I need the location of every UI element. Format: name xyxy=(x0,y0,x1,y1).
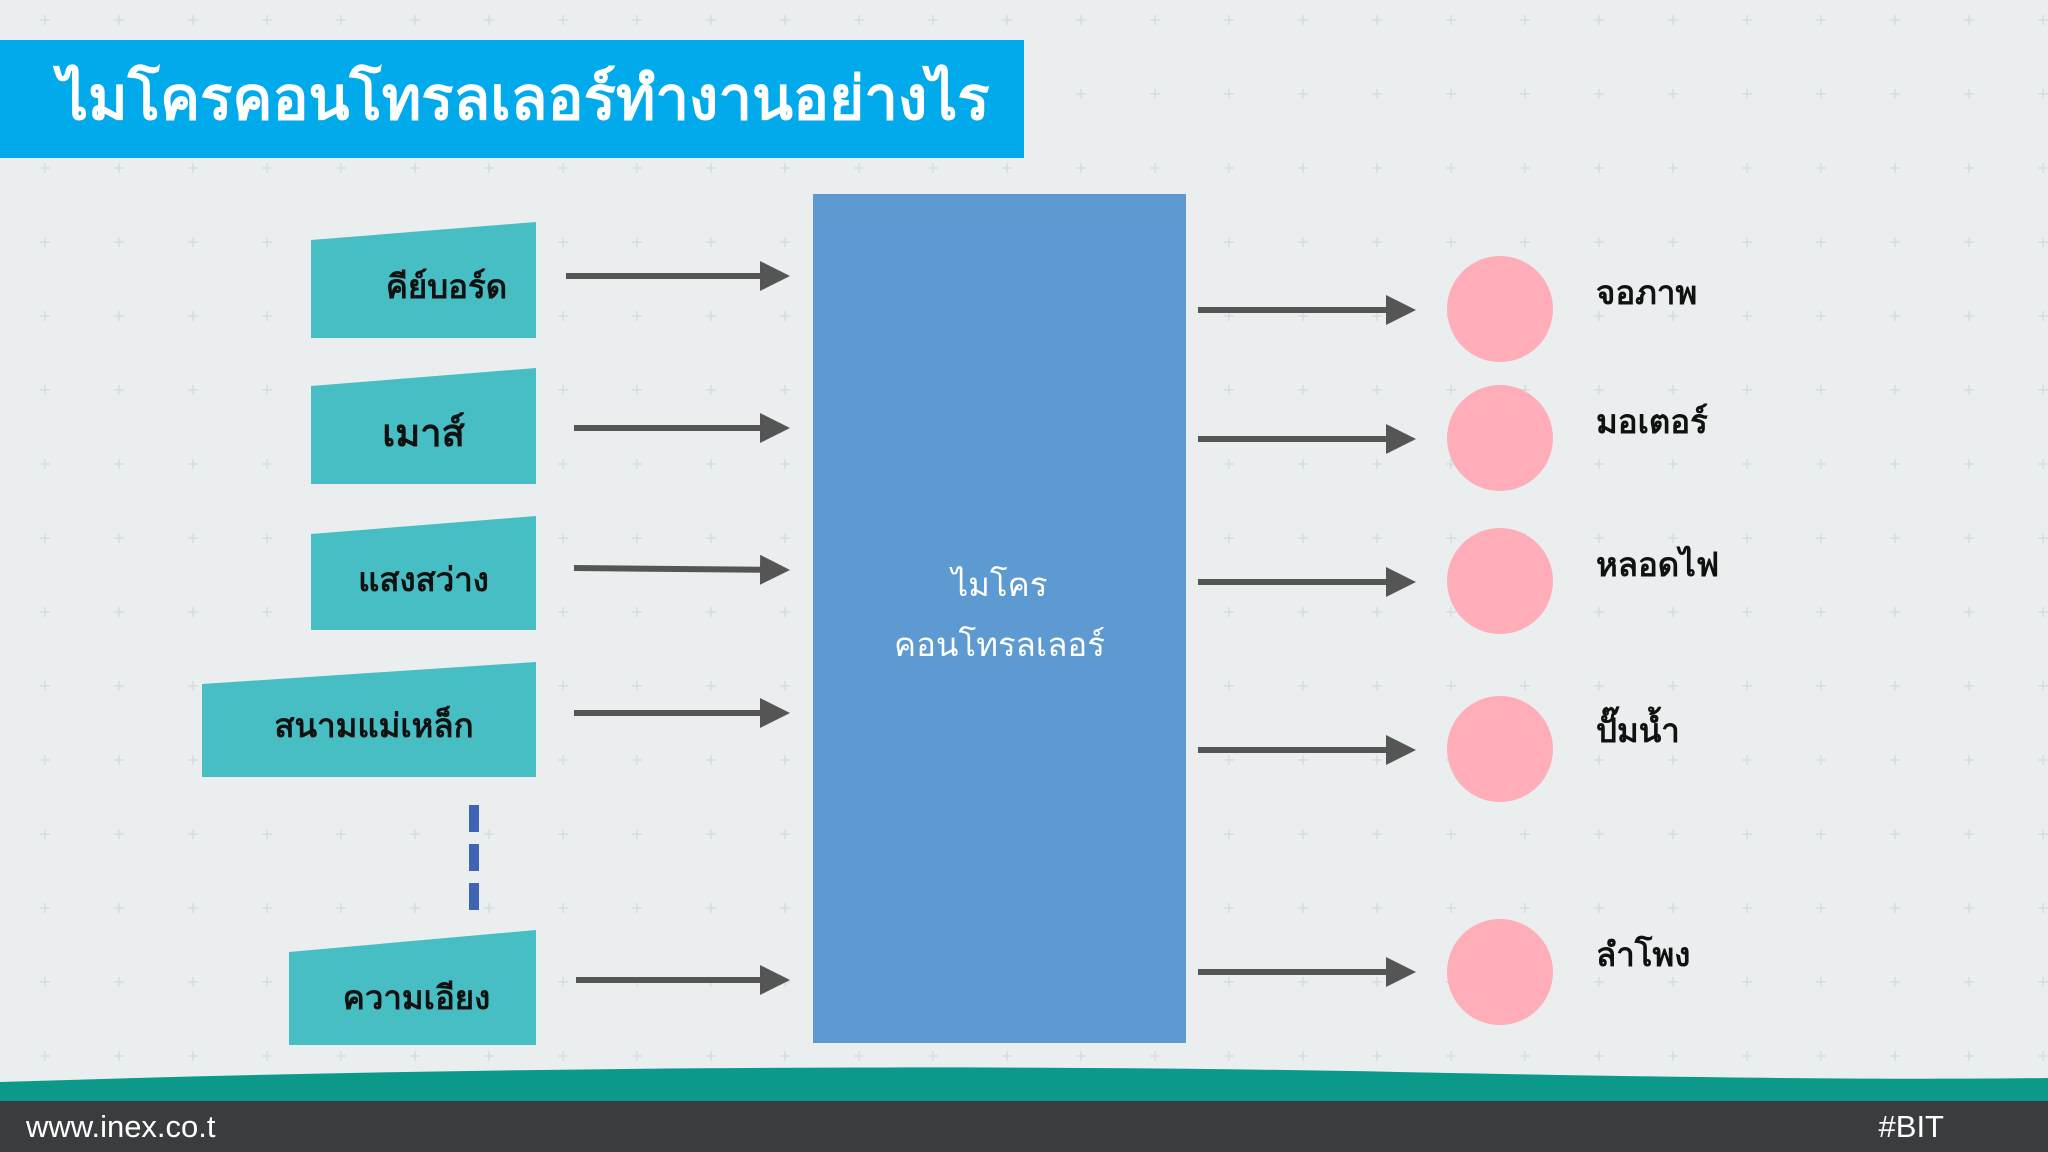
output-circle-motor xyxy=(1447,385,1553,491)
output-circle-speaker xyxy=(1447,919,1553,1025)
ellipsis-dash xyxy=(469,883,479,910)
title-bar: ไมโครคอนโทรลเลอร์ทำงานอย่างไร xyxy=(0,40,1024,158)
input-box-magnetic-field: สนามแม่เหล็ก xyxy=(202,662,536,777)
output-label-display: จอภาพ xyxy=(1596,273,1698,312)
input-box-light: แสงสว่าง xyxy=(311,516,536,630)
output-label-pump: ปั๊มน้ำ xyxy=(1596,711,1680,750)
output-circle-display xyxy=(1447,256,1553,362)
input-label-light: แสงสว่าง xyxy=(358,559,489,599)
output-label-motor: มอเตอร์ xyxy=(1596,402,1708,441)
output-circle-lamp xyxy=(1447,528,1553,634)
output-label-lamp: หลอดไฟ xyxy=(1596,545,1720,584)
footer-website: www.inex.co.t xyxy=(26,1109,216,1144)
microcontroller-block: ไมโคร คอนโทรลเลอร์ xyxy=(813,194,1186,1043)
ellipsis-dash xyxy=(469,805,479,832)
input-box-mouse: เมาส์ xyxy=(311,368,536,484)
input-label-mouse: เมาส์ xyxy=(382,410,465,455)
input-label-tilt: ความเอียง xyxy=(342,978,491,1017)
arrow-light-to-mcu xyxy=(573,554,790,585)
microcontroller-label-line1: ไมโคร xyxy=(951,565,1048,604)
ellipsis-dash xyxy=(469,844,479,871)
output-circle-pump xyxy=(1447,696,1553,802)
input-label-magnetic-field: สนามแม่เหล็ก xyxy=(274,706,474,745)
input-box-tilt: ความเอียง xyxy=(289,930,536,1045)
input-label-keyboard: คีย์บอร์ด xyxy=(385,266,508,306)
microcontroller-label-line2: คอนโทรลเลอร์ xyxy=(894,625,1105,664)
output-label-speaker: ลำโพง xyxy=(1596,935,1691,974)
input-box-keyboard: คีย์บอร์ด xyxy=(311,222,536,338)
footer-bar: www.inex.co.t #BIT xyxy=(0,1101,2048,1152)
page-title: ไมโครคอนโทรลเลอร์ทำงานอย่างไร xyxy=(58,64,990,134)
footer-wave xyxy=(0,1067,2048,1102)
footer-hashtag: #BIT xyxy=(1878,1109,1944,1144)
